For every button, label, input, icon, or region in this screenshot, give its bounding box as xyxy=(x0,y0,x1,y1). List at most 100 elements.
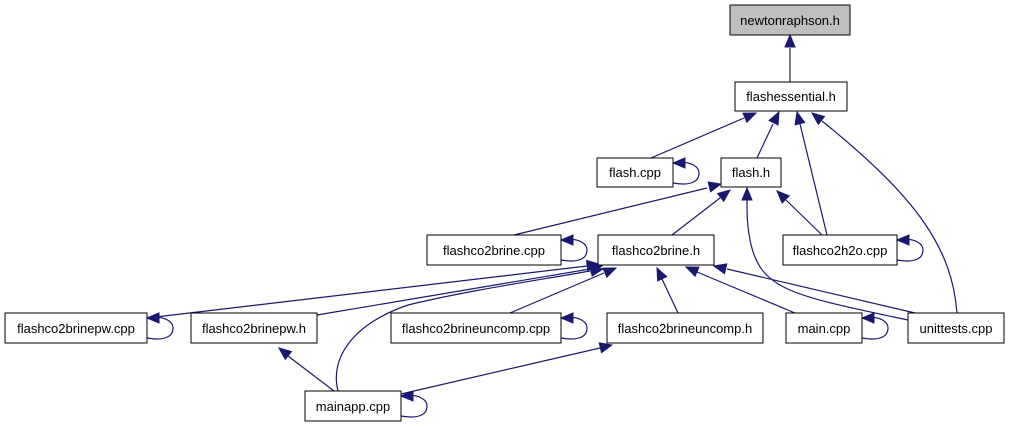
arrowhead-icon xyxy=(794,110,806,126)
edge-flashcpp-to-flashessential xyxy=(650,112,758,159)
edge-line xyxy=(696,271,796,314)
node-newtonraphson-h[interactable]: newtonraphson.h xyxy=(729,4,851,36)
edge-unittests-to-flashh xyxy=(741,186,909,321)
edge-unittests-to-flashessential xyxy=(810,112,958,314)
node-label: flashco2brineuncomp.h xyxy=(618,321,752,336)
arrowhead-icon xyxy=(742,112,758,124)
self-edge-mainapp-to-mainapp xyxy=(399,390,428,418)
node-label: newtonraphson.h xyxy=(740,13,840,28)
arrowhead-icon xyxy=(741,186,753,201)
arrowhead-icon xyxy=(145,312,160,324)
node-flash-h[interactable]: flash.h xyxy=(720,157,782,188)
node-flashco2brineuncomp-h[interactable]: flashco2brineuncomp.h xyxy=(606,312,764,344)
node-label: unittests.cpp xyxy=(920,321,993,336)
edge-fco2h2o-to-flashessential xyxy=(794,110,828,236)
self-edge-fco2brinepwcpp-to-fco2brinepwcpp xyxy=(145,312,174,340)
node-label: flashco2h2o.cpp xyxy=(793,243,888,258)
edge-fco2brineuncompcpp-to-fco2brineh xyxy=(509,267,618,314)
edge-line xyxy=(400,394,428,418)
arrowhead-icon xyxy=(559,312,574,324)
edge-maincpp-to-fco2brineh xyxy=(684,266,796,314)
node-flash-cpp[interactable]: flash.cpp xyxy=(596,157,674,188)
edge-line xyxy=(861,316,889,340)
arrowhead-icon xyxy=(598,342,614,354)
node-label: flashco2brine.cpp xyxy=(443,243,545,258)
edge-line xyxy=(672,161,700,185)
node-flashco2brineuncomp-cpp[interactable]: flashco2brineuncomp.cpp xyxy=(390,312,562,344)
node-label: flash.cpp xyxy=(609,165,661,180)
arrowhead-icon xyxy=(716,189,732,203)
edge-line xyxy=(509,272,605,314)
node-flashco2brinepw-cpp[interactable]: flashco2brinepw.cpp xyxy=(4,312,148,344)
arrowhead-icon xyxy=(712,263,728,275)
edge-line xyxy=(335,270,591,392)
edge-line xyxy=(821,120,958,314)
edge-mainapp-to-fco2brinepwh xyxy=(277,347,335,392)
node-label: mainapp.cpp xyxy=(316,399,390,414)
arrowhead-icon xyxy=(768,110,780,126)
edge-line xyxy=(785,199,823,236)
edge-fco2brinecpp-to-flashh xyxy=(513,181,723,236)
node-flashco2h2o-cpp[interactable]: flashco2h2o.cpp xyxy=(782,234,898,266)
arrowhead-icon xyxy=(671,157,686,169)
edges-layer xyxy=(145,33,958,418)
edge-line xyxy=(746,199,909,321)
node-main-cpp[interactable]: main.cpp xyxy=(785,312,863,344)
edge-fco2h2o-to-flashh xyxy=(776,190,823,236)
self-edge-fco2brinecpp-to-fco2brinecpp xyxy=(559,234,588,262)
edge-line xyxy=(513,187,708,236)
node-mainapp-cpp[interactable]: mainapp.cpp xyxy=(304,390,402,422)
node-flashco2brine-cpp[interactable]: flashco2brine.cpp xyxy=(426,234,562,266)
node-label: flash.h xyxy=(732,165,770,180)
node-flashessential-h[interactable]: flashessential.h xyxy=(734,81,848,112)
edge-line xyxy=(560,238,588,262)
edge-line xyxy=(799,123,828,236)
arrowhead-icon xyxy=(860,312,875,324)
arrowhead-icon xyxy=(776,190,791,204)
self-edge-fco2brineuncompcpp-to-fco2brineuncompcpp xyxy=(559,312,588,340)
arrowhead-icon xyxy=(707,181,723,193)
node-flashco2brinepw-h[interactable]: flashco2brinepw.h xyxy=(190,312,318,344)
edge-line xyxy=(650,117,745,159)
edge-line xyxy=(560,316,588,340)
edge-line xyxy=(400,347,601,395)
self-edge-flashcpp-to-flashcpp xyxy=(671,157,700,185)
edge-fco2brineh-to-flashh xyxy=(671,189,732,236)
edge-line xyxy=(726,268,916,314)
node-label: flashco2brinepw.h xyxy=(202,321,306,336)
arrowhead-icon xyxy=(589,265,605,277)
edge-line xyxy=(146,265,588,319)
edge-line xyxy=(316,268,591,316)
node-flashco2brine-h[interactable]: flashco2brine.h xyxy=(597,234,715,266)
arrowhead-icon xyxy=(399,390,414,402)
arrowhead-icon xyxy=(602,267,618,279)
arrowhead-icon xyxy=(277,347,293,361)
edge-flashessential-to-newtonraphson xyxy=(784,33,796,82)
edge-line xyxy=(287,355,335,392)
arrowhead-icon xyxy=(895,234,910,246)
edge-line xyxy=(671,197,721,236)
edge-line xyxy=(146,316,174,340)
node-label: flashessential.h xyxy=(746,89,836,104)
arrowhead-icon xyxy=(784,33,796,48)
arrowhead-icon xyxy=(810,112,826,126)
arrowhead-icon xyxy=(684,266,700,278)
node-label: flashco2brinepw.cpp xyxy=(17,321,135,336)
node-unittests-cpp[interactable]: unittests.cpp xyxy=(907,312,1005,344)
node-label: main.cpp xyxy=(798,321,851,336)
edge-mainapp-to-fco2brineuncomph xyxy=(400,342,614,395)
arrowhead-icon xyxy=(656,266,668,282)
arrowhead-icon xyxy=(559,234,574,246)
self-edge-maincpp-to-maincpp xyxy=(860,312,889,340)
edge-fco2brineuncomph-to-fco2brineh xyxy=(656,266,679,314)
edge-line xyxy=(661,278,679,314)
edge-mainapp-to-fco2brineh xyxy=(335,265,605,392)
edge-flashh-to-flashessential xyxy=(756,110,780,159)
edge-fco2brinepwh-to-fco2brineh xyxy=(316,262,604,316)
edge-line xyxy=(756,123,774,159)
edge-unittests-to-fco2brineh xyxy=(712,263,916,314)
edge-fco2brinepwcpp-to-fco2brineh xyxy=(146,259,601,319)
node-label: flashco2brineuncomp.cpp xyxy=(402,321,550,336)
self-edge-fco2h2o-to-fco2h2o xyxy=(895,234,924,262)
